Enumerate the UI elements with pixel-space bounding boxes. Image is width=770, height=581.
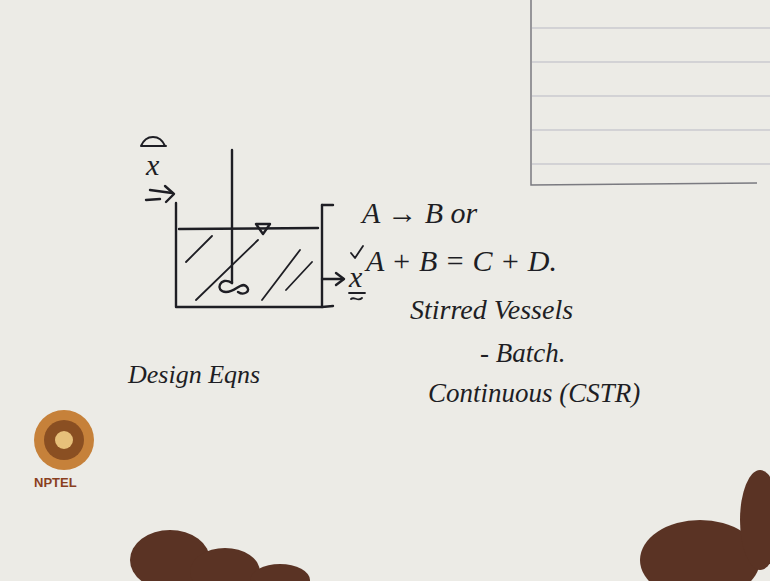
blank-frame — [531, 0, 757, 185]
hatch-lines — [186, 236, 312, 300]
ruled-line — [532, 96, 770, 97]
reaction: A + B = C + D. — [366, 246, 557, 276]
feed-symbol-mark — [141, 137, 166, 146]
stirred-tank — [141, 137, 365, 307]
ruled-lines — [532, 28, 770, 164]
note: Design Eqns — [128, 362, 260, 388]
ruled-line — [532, 164, 770, 165]
list-item: Continuous (CSTR) — [428, 380, 640, 407]
liquid-level — [179, 228, 318, 229]
logo-hub — [44, 420, 84, 460]
ruled-line — [532, 62, 770, 63]
list-item: - Batch. — [480, 340, 565, 367]
finger — [740, 470, 770, 570]
finger — [190, 548, 260, 581]
impeller — [219, 281, 248, 294]
tank-wall — [176, 203, 322, 307]
logo-wheel — [34, 410, 94, 470]
ruled-line — [532, 28, 770, 29]
reaction: A → B or — [362, 198, 477, 228]
feed-arrowhead — [165, 186, 174, 202]
watermark: NPTEL — [34, 476, 77, 489]
outlet-line — [322, 278, 343, 280]
level-symbol — [256, 224, 270, 234]
tank-lip — [146, 199, 160, 200]
outlet-arrowhead — [336, 273, 344, 285]
topic-heading: Stirred Vessels — [410, 296, 573, 324]
tank-bracket — [322, 205, 333, 307]
feed-symbol: x — [146, 150, 159, 180]
logo-center — [55, 431, 73, 449]
finger — [250, 564, 310, 581]
hands — [130, 470, 770, 581]
tick-mark — [351, 246, 363, 258]
underline-mark — [349, 293, 365, 299]
stirrer-shaft — [231, 150, 233, 283]
outlet-symbol: x — [349, 262, 362, 292]
nptel-logo — [34, 410, 94, 470]
ruled-line — [532, 130, 770, 131]
